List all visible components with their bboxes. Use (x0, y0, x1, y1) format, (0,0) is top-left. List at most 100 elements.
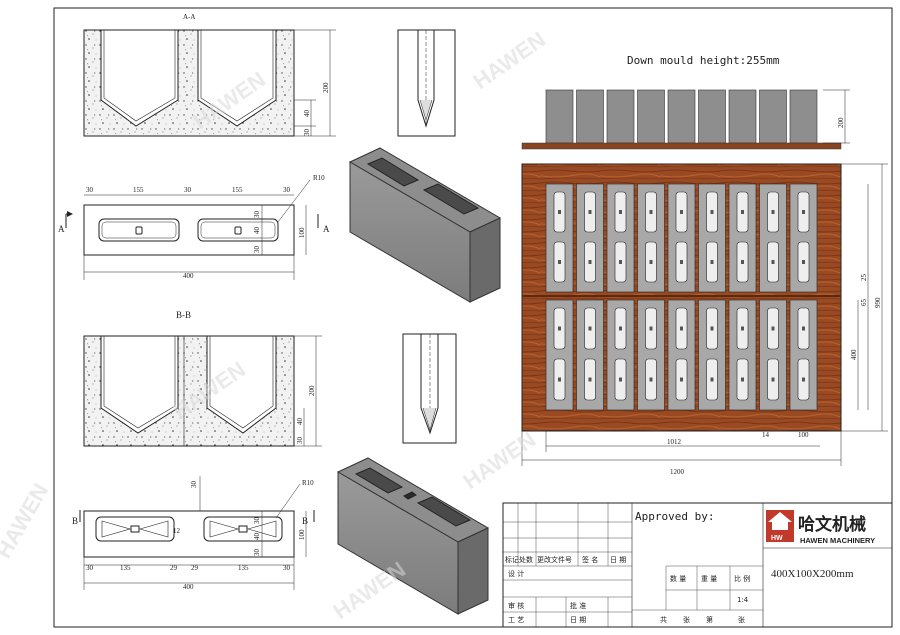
cavity-core (680, 260, 683, 264)
mould-block (545, 89, 574, 144)
plan-a-d30b: 30 (184, 186, 192, 194)
svg-text:HW: HW (771, 535, 783, 542)
tb-zhongliang: 重 量 (701, 575, 717, 583)
tb-bili: 比 例 (734, 574, 750, 583)
tb-zhang2: 张 (738, 615, 745, 624)
plan-a-view: 30 155 30 155 30 R10 30 40 30 100 400 A … (58, 174, 330, 280)
watermark-4: HAWEN (0, 479, 53, 562)
mould-d100: 100 (798, 431, 809, 439)
cavity-core (802, 377, 805, 382)
side-section-b (402, 333, 457, 444)
mould-block (789, 89, 818, 144)
tb-riqi: 日 期 (610, 556, 626, 564)
cavity-core (649, 210, 653, 214)
plan-b-d12: 12 (173, 527, 181, 535)
tb-scale: 1:4 (737, 596, 749, 604)
plan-b-v30b: 30 (253, 549, 261, 557)
tb-chushu: 处数 (519, 555, 533, 564)
tb-zhang1: 张 (683, 615, 690, 624)
plan-b-d30a: 30 (86, 564, 94, 572)
plan-b-r10: R10 (302, 479, 314, 487)
mould-blocks (545, 89, 818, 144)
plan-a-d30c: 30 (283, 186, 291, 194)
dim-b-200: 200 (308, 385, 316, 396)
plan-a-d30a: 30 (86, 186, 94, 194)
section-b-view: B-B 200 40 30 (83, 310, 322, 447)
mould-block (698, 89, 726, 144)
plan-b-d29b: 29 (191, 564, 199, 572)
mould-cavities (545, 183, 818, 411)
cavity-core (558, 210, 561, 214)
plan-b-total: 400 (183, 583, 194, 591)
plan-b-d29a: 29 (170, 564, 178, 572)
cavity-core (619, 210, 622, 214)
plan-b-d135a: 135 (120, 564, 131, 572)
mould-d25: 25 (860, 274, 868, 282)
cavity-core (802, 326, 805, 331)
tb-gong: 共 (660, 615, 667, 624)
block-3d-b (336, 457, 490, 615)
cavity-core (558, 377, 561, 382)
title-block: 标记 处数 更改文件号 签 名 日 期 设 计 审 核 批 准 工 艺 日 期 … (502, 502, 893, 628)
plan-a-d155b: 155 (232, 186, 243, 194)
marker-b-left: B (72, 516, 78, 526)
tb-gengai: 更改文件号 (537, 555, 572, 564)
plan-a-r10: R10 (313, 174, 325, 182)
watermark-6: HAWEN (459, 427, 540, 494)
tb-shenhe: 审 核 (508, 601, 524, 610)
cavity-core (680, 377, 683, 382)
cavity-core (771, 377, 775, 382)
plan-b-d135b: 135 (238, 564, 249, 572)
cavity-core (680, 326, 683, 331)
dim-a-200: 200 (322, 82, 330, 93)
drawing-frame (53, 7, 893, 628)
mould-d1012: 1012 (667, 438, 682, 446)
plan-a-v100: 100 (298, 227, 306, 238)
section-a-view: A-A 200 40 30 (83, 13, 336, 137)
cavity-core (588, 260, 592, 264)
tb-gongyi: 工 艺 (508, 616, 524, 624)
dim-b-40: 40 (296, 418, 304, 426)
mould-plan-view: 990 25 65 400 1012 14 100 1200 (521, 163, 888, 476)
cavity-core (649, 326, 653, 331)
cavity-core (619, 260, 622, 264)
dim-a-40: 40 (303, 110, 311, 118)
mould-d990: 990 (874, 297, 882, 308)
mould-front-view: Down mould height:255mm 200 (521, 54, 850, 150)
plan-b-v100: 100 (298, 529, 306, 540)
dim-b-30: 30 (296, 437, 304, 445)
cavity-core (741, 210, 744, 214)
cavity-core (710, 260, 714, 264)
mould-d14: 14 (762, 431, 770, 439)
mould-d400: 400 (850, 349, 858, 360)
section-b-title: B-B (176, 310, 191, 320)
cavity-core (588, 210, 592, 214)
marker-a-left: A (58, 224, 65, 234)
cavity-core (619, 326, 622, 331)
cavity-core (558, 326, 561, 331)
mould-block (667, 89, 696, 144)
tb-pizhun: 批 准 (570, 601, 586, 610)
plan-a-v30b: 30 (253, 246, 261, 254)
cavity-core (619, 377, 622, 382)
spec: 400X100X200mm (771, 568, 854, 580)
plan-b-v30a: 30 (253, 517, 261, 525)
mould-h200: 200 (837, 117, 845, 128)
marker-a-right: A (323, 224, 330, 234)
dim-a-30: 30 (303, 129, 311, 137)
mould-block (759, 89, 787, 144)
mould-block (606, 89, 635, 144)
mould-d1200: 1200 (670, 468, 685, 476)
mould-title: Down mould height:255mm (627, 54, 780, 67)
cavity-core (741, 326, 744, 331)
cavity-core (802, 210, 805, 214)
marker-b-right: B (302, 516, 308, 526)
plan-b-d30b: 30 (283, 564, 291, 572)
watermark-2: HAWEN (469, 27, 550, 94)
cavity-core (802, 260, 805, 264)
company-cn: 哈文机械 (798, 514, 866, 535)
cavity-core (710, 326, 714, 331)
cavity-core (649, 260, 653, 264)
tb-riqi2: 日 期 (570, 616, 586, 624)
